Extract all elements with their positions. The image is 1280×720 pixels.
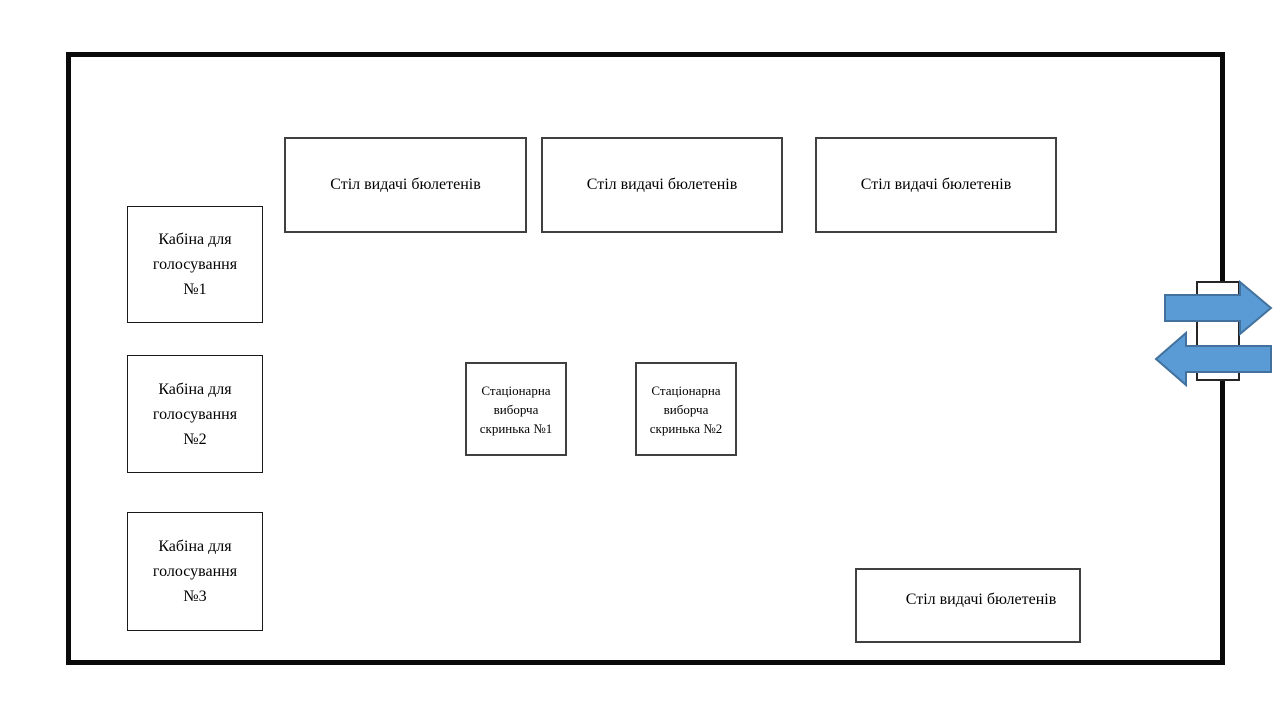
- ballot-box-1: Стаціонарна виборча скринька №1: [465, 362, 567, 456]
- ballot-issue-table-4: Стіл видачі бюлетенів: [855, 568, 1081, 643]
- ballot-issue-table-1: Стіл видачі бюлетенів: [284, 137, 527, 233]
- voting-booth-2: Кабіна для голосування №2: [127, 355, 263, 473]
- ballot-issue-table-3: Стіл видачі бюлетенів: [815, 137, 1057, 233]
- voting-booth-3: Кабіна для голосування №3: [127, 512, 263, 631]
- ballot-box-2: Стаціонарна виборча скринька №2: [635, 362, 737, 456]
- voting-booth-1: Кабіна для голосування №1: [127, 206, 263, 323]
- ballot-issue-table-2: Стіл видачі бюлетенів: [541, 137, 783, 233]
